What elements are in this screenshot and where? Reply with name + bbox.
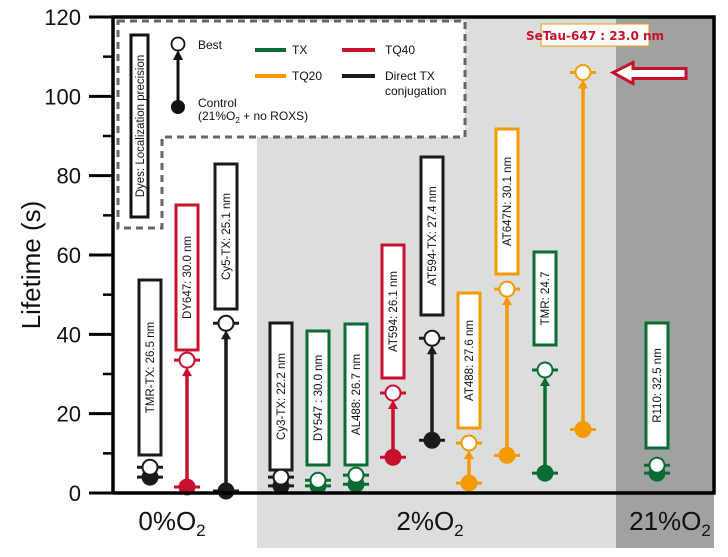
best-marker — [384, 384, 402, 402]
data-point-r110: R110: 32.5 nm — [644, 321, 670, 482]
best-marker — [141, 458, 159, 476]
control-marker — [536, 464, 554, 482]
legend-label-tq20: TQ20 — [292, 69, 322, 83]
dye-label-text: AT647N: 30.1 nm — [502, 157, 514, 246]
best-marker — [423, 329, 441, 347]
legend-control-sublabel: (21%O2 + no ROXS) — [198, 109, 308, 125]
y-tick-label: 100 — [44, 84, 81, 109]
best-marker — [648, 456, 666, 474]
setau-label-text: SeTau-647 : 23.0 nm — [526, 29, 664, 43]
arrow-head — [502, 296, 512, 306]
y-tick-label: 20 — [57, 402, 81, 427]
control-marker — [574, 421, 592, 439]
dye-label-text: Cy5-TX: 25.1 nm — [221, 193, 233, 280]
legend-label-tx: TX — [292, 43, 307, 57]
data-point-setau-647 — [570, 64, 596, 439]
y-tick-label: 40 — [57, 322, 81, 347]
dye-label-text: AL488: 26.7 nm — [351, 354, 363, 435]
data-point-cy3-tx: Cy3-TX: 22.2 nm — [268, 321, 294, 495]
best-marker — [574, 64, 592, 82]
data-point-tmr: TMR: 24.7 — [532, 250, 558, 482]
best-marker — [460, 434, 478, 452]
legend-best-marker — [170, 36, 186, 52]
legend-side-box-text: Dyes: Localization precision — [135, 55, 147, 198]
setau-label-box — [540, 23, 650, 47]
dye-label-text: TMR-TX: 26.5 nm — [145, 322, 157, 413]
y-tick-label: 60 — [57, 243, 81, 268]
y-tick-label: 120 — [44, 5, 81, 30]
best-marker — [217, 314, 235, 332]
dye-label-text: DY647: 30.0 nm — [182, 236, 194, 319]
best-marker — [536, 361, 554, 379]
control-marker — [423, 431, 441, 449]
arrow-head — [464, 450, 474, 460]
data-point-dy647: DY647: 30.0 nm — [174, 203, 200, 496]
y-tick-label: 0 — [69, 481, 81, 506]
data-point-at488: AT488: 27.6 nm — [456, 291, 482, 492]
arrow-head — [427, 345, 437, 355]
dye-label-box — [494, 127, 520, 276]
dye-label-text: AT488: 27.6 nm — [464, 320, 476, 401]
condition-label-o0: 0%O2 — [138, 506, 205, 540]
control-marker — [498, 446, 516, 464]
dye-label-text: DY547 : 30.0 nm — [313, 355, 325, 441]
dye-label-box — [213, 162, 239, 311]
dye-label-text: AT594-TX: 27.4 nm — [427, 186, 439, 286]
dye-label-box — [305, 329, 331, 467]
data-point-al488: AL488: 26.7 nm — [343, 322, 369, 493]
data-point-at647n: AT647N: 30.1 nm — [494, 127, 520, 464]
legend: Dyes: Localization precision Best Contro… — [116, 19, 467, 230]
dye-label-box — [456, 291, 482, 430]
dye-label-box — [644, 321, 670, 450]
data-point-tmr-tx: TMR-TX: 26.5 nm — [137, 278, 163, 486]
arrow-head — [221, 330, 231, 340]
dye-label-box — [532, 250, 558, 347]
legend-arrow-head — [173, 50, 183, 60]
dye-label-box — [174, 203, 200, 352]
legend-label-direct-tx-2: conjugation — [385, 84, 446, 98]
highlight-arrow-icon — [609, 60, 688, 87]
best-marker — [347, 466, 365, 484]
legend-side-box — [129, 33, 150, 219]
best-marker — [309, 471, 327, 489]
legend-label-tq40: TQ40 — [385, 43, 415, 57]
dye-label-text: R110: 32.5 nm — [652, 348, 664, 423]
best-marker — [272, 468, 290, 486]
control-marker — [384, 448, 402, 466]
y-tick-label: 80 — [57, 164, 81, 189]
dye-label-text: AT594: 26.1 nm — [388, 271, 400, 352]
data-point-cy5-tx: Cy5-TX: 25.1 nm — [213, 162, 239, 500]
data-point-dy547: DY547 : 30.0 nm — [305, 329, 331, 495]
legend-control-label: Control — [198, 96, 237, 110]
dye-label-box — [419, 155, 445, 317]
condition-label-o2: 2%O2 — [396, 506, 463, 540]
condition-background-o21 — [616, 17, 714, 548]
legend-control-marker — [171, 100, 185, 114]
arrow-head — [578, 79, 588, 89]
arrow-head — [540, 377, 550, 387]
dye-label-box — [137, 278, 163, 457]
legend-label-direct-tx: Direct TX — [385, 69, 435, 83]
control-marker — [460, 474, 478, 492]
dye-label-text: Cy3-TX: 22.2 nm — [276, 353, 288, 440]
dye-label-text: TMR: 24.7 — [540, 272, 552, 326]
data-point-at594: AT594: 26.1 nm — [380, 243, 406, 466]
data-point-at594-tx: AT594-TX: 27.4 nm — [419, 155, 445, 449]
control-marker — [217, 482, 235, 500]
y-axis-label: Lifetime (s) — [16, 201, 46, 330]
best-marker — [178, 351, 196, 369]
legend-best-label: Best — [198, 38, 223, 52]
legend-dashed-frame — [116, 19, 467, 230]
condition-label-o21: 21%O2 — [629, 506, 711, 540]
dye-label-box — [343, 322, 369, 467]
arrow-head — [182, 367, 192, 377]
dye-label-box — [380, 243, 406, 380]
arrow-head — [388, 400, 398, 410]
best-marker — [498, 280, 516, 298]
